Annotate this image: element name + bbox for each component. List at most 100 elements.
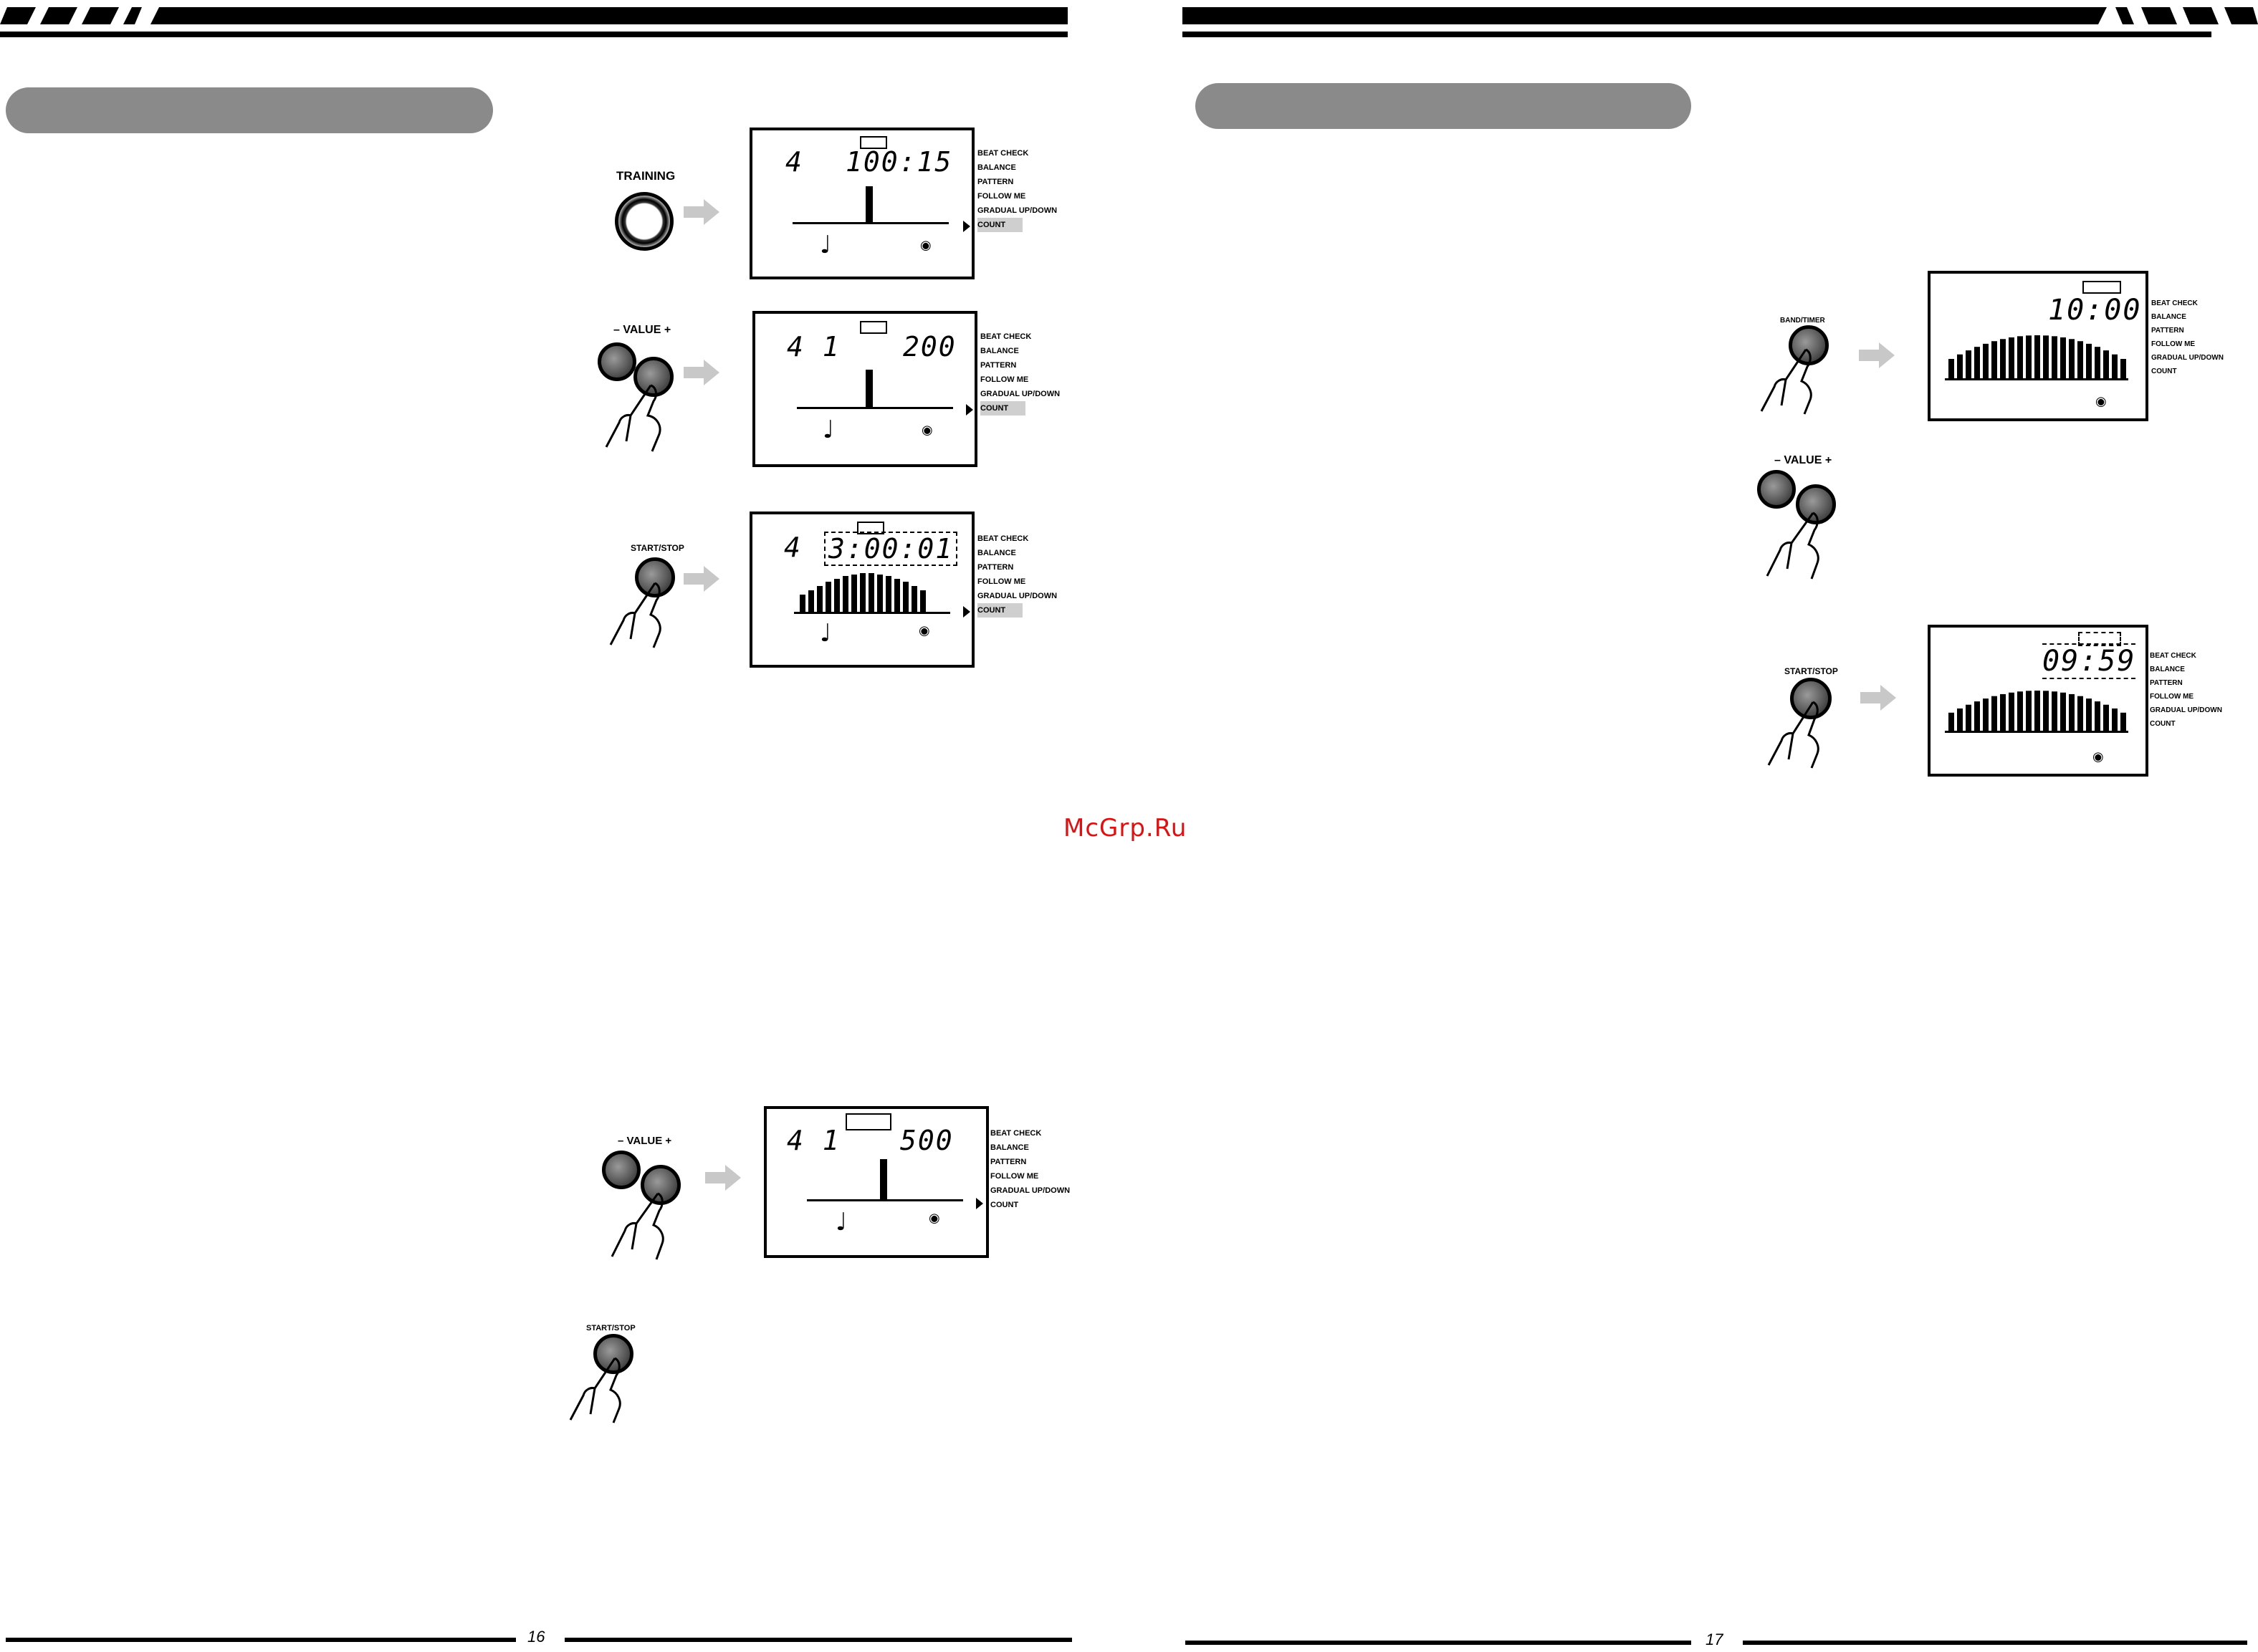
start-stop-button-label: START/STOP (631, 543, 684, 553)
menu-item: GRADUAL UP/DOWN (2150, 706, 2222, 714)
value-plus-button[interactable] (1796, 484, 1836, 524)
lcd-bar (2017, 691, 2023, 731)
lcd-right-digits: 3:00:01 (824, 532, 958, 566)
lcd-baseline (1945, 731, 2128, 733)
section-heading-right (1195, 83, 1691, 129)
start-stop-button-label: START/STOP (586, 1324, 636, 1332)
menu-item: GRADUAL UP/DOWN (977, 592, 1058, 600)
menu-pointer-icon (976, 1198, 983, 1209)
arrow-right-icon (684, 566, 719, 592)
training-button-label: TRAINING (616, 169, 676, 183)
footer-rule-right-a (1185, 1641, 1691, 1645)
start-stop-button[interactable] (635, 557, 675, 597)
start-stop-button-label: START/STOP (1784, 666, 1838, 676)
value-button-label: – VALUE + (613, 324, 671, 336)
lcd-bar (2009, 337, 2014, 378)
lcd-timer-digits: 10:00 (2048, 294, 2142, 327)
footer-rule-left-a (6, 1638, 516, 1642)
lcd-indicator-box (860, 136, 887, 149)
header-stripes-left (0, 7, 1068, 37)
lcd-bar (2026, 691, 2032, 731)
hand-pointer-icon (609, 582, 661, 648)
menu-item: PATTERN (990, 1158, 1027, 1166)
lcd-timer-digits: 09:59 (2042, 643, 2136, 679)
lcd-bar (2112, 354, 2118, 378)
lcd-bar (2103, 350, 2109, 378)
arrow-right-icon (684, 360, 719, 385)
lcd-bar (2077, 696, 2083, 731)
menu-item: BEAT CHECK (2150, 652, 2196, 660)
footer-rule-right-b (1743, 1641, 2247, 1645)
band-timer-button-label: BAND/TIMER (1780, 317, 1825, 325)
header-left (0, 0, 1068, 43)
menu-item: BEAT CHECK (977, 149, 1029, 158)
start-stop-button[interactable] (593, 1334, 633, 1374)
menu-item: PATTERN (2150, 679, 2183, 687)
menu-item: BEAT CHECK (990, 1129, 1042, 1138)
menu-item: FOLLOW ME (2150, 693, 2194, 701)
header-right (1182, 0, 2258, 43)
arrow-right-icon (1859, 342, 1895, 368)
menu-item: BALANCE (980, 347, 1019, 355)
lcd-bar (1966, 704, 1971, 731)
lcd-bar (1948, 359, 1954, 378)
lcd-timer-indicator (2082, 281, 2121, 294)
menu-item: BEAT CHECK (980, 332, 1032, 341)
menu-item: PATTERN (2151, 327, 2184, 335)
value-minus-button[interactable] (1757, 470, 1796, 509)
lcd-bar (2052, 691, 2057, 731)
arrow-right-icon (705, 1165, 741, 1191)
watermark-text: McGrp.Ru (1063, 814, 1187, 842)
page-number-right: 17 (1706, 1631, 1723, 1648)
hand-pointer-icon (1767, 701, 1819, 769)
lcd-bar (2120, 359, 2126, 378)
value-plus-button[interactable] (641, 1165, 681, 1205)
note-icon: ♩ (836, 1208, 848, 1236)
lcd-bar-graph (1948, 691, 2126, 731)
value-minus-button[interactable] (602, 1151, 641, 1189)
menu-item: GRADUAL UP/DOWN (2151, 354, 2224, 362)
menu-pointer-icon (963, 606, 970, 618)
lcd-bar (2103, 704, 2109, 731)
start-stop-button[interactable] (1790, 678, 1832, 719)
menu-item: GRADUAL UP/DOWN (990, 1186, 1071, 1195)
lcd-bar (1948, 712, 1954, 731)
menu-item: COUNT (2150, 720, 2176, 728)
band-timer-button[interactable] (1789, 325, 1829, 365)
menu-item: BALANCE (990, 1143, 1029, 1152)
menu-item: PATTERN (980, 361, 1017, 370)
lcd-baseline (807, 1199, 963, 1201)
menu-pointer-icon (966, 404, 973, 416)
mode-menu-6: BEAT CHECK BALANCE PATTERN FOLLOW ME GRA… (2150, 649, 2222, 731)
lcd-bar (2086, 698, 2092, 731)
arrow-right-icon (684, 199, 719, 225)
drum-icon: ◉ (2092, 749, 2104, 764)
lcd-indicator-box (846, 1113, 891, 1130)
menu-item: BEAT CHECK (2151, 299, 2198, 307)
lcd-bar (2086, 343, 2092, 378)
lcd-bar (2052, 336, 2057, 378)
hand-pointer-icon (605, 384, 661, 452)
menu-item: FOLLOW ME (980, 375, 1029, 384)
menu-item: FOLLOW ME (977, 577, 1026, 586)
menu-item-selected: COUNT (977, 603, 1023, 618)
lcd-bar (2112, 708, 2118, 731)
lcd-display-6: 09:59 ◉ (1928, 625, 2148, 777)
menu-item-selected: COUNT (990, 1201, 1019, 1209)
value-plus-button[interactable] (633, 357, 674, 397)
lcd-left-digits: 4 1 (787, 1125, 841, 1156)
lcd-left-digits: 4 (785, 146, 803, 178)
lcd-bar (1991, 341, 1997, 378)
hand-pointer-icon (1760, 348, 1812, 415)
menu-item-selected: COUNT (980, 401, 1026, 416)
note-icon: ♩ (823, 416, 835, 444)
lcd-bar (2077, 341, 2083, 378)
lcd-tempo-marker (880, 1159, 887, 1199)
drum-icon: ◉ (922, 423, 933, 438)
lcd-display-3: 4 3:00:01 ♩ ◉ (750, 512, 975, 668)
training-button[interactable] (615, 192, 674, 251)
page-number-left: 16 (527, 1628, 545, 1646)
value-minus-button[interactable] (598, 342, 636, 381)
lcd-bar (2069, 339, 2075, 378)
lcd-display-2: 4 1 200 ♩ ◉ (752, 311, 977, 467)
